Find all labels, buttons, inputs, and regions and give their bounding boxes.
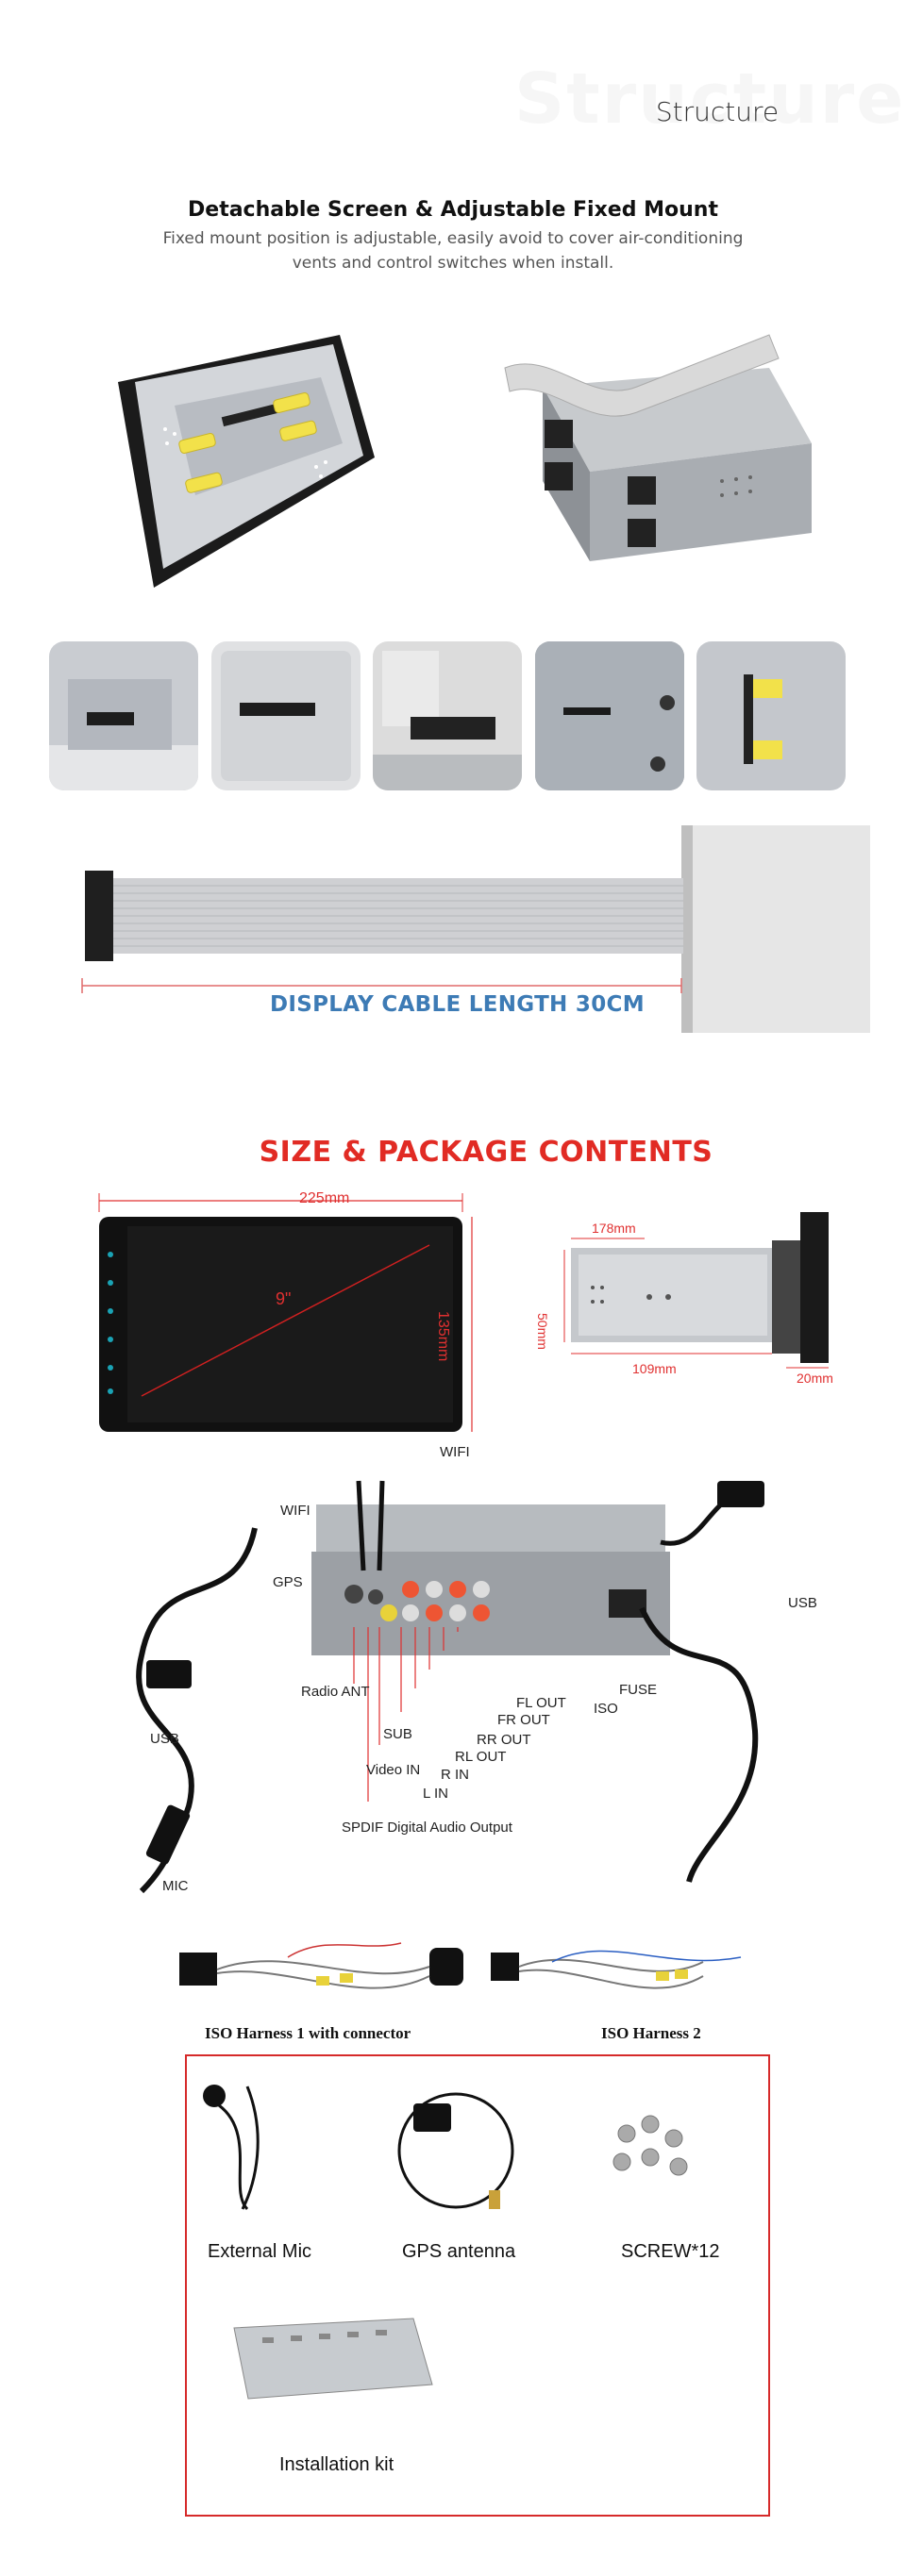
side-panel-label: 20mm <box>797 1371 833 1386</box>
side-depth-label: 178mm <box>592 1221 636 1236</box>
radio-ant-label: Radio ANT <box>301 1684 370 1700</box>
fl-out-label: FL OUT <box>516 1695 566 1711</box>
wifi-top-label: WIFI <box>440 1444 470 1460</box>
gps-antenna-label: GPS antenna <box>402 2241 516 2262</box>
thumb-slot <box>535 641 684 790</box>
display-cable-label: DISPLAY CABLE LENGTH 30CM <box>270 992 645 1017</box>
size-package-title: SIZE & PACKAGE CONTENTS <box>259 1136 713 1169</box>
front-height-label: 135mm <box>435 1311 451 1362</box>
iso-harness-2-label: ISO Harness 2 <box>601 2024 701 2042</box>
mount-unit-image <box>504 334 812 561</box>
thumb-ribbon-cable <box>373 641 522 790</box>
front-diagonal-label: 9" <box>276 1289 292 1308</box>
side-view-image <box>563 1212 829 1369</box>
thumb-connector-2 <box>211 641 361 790</box>
iso-harness-1-label: ISO Harness 1 with connector <box>205 2024 411 2042</box>
wifi-label: WIFI <box>280 1503 310 1519</box>
installation-kit-image <box>233 2318 433 2400</box>
wiring-diagram-image <box>136 1480 764 1894</box>
l-in-label: L IN <box>423 1786 448 1802</box>
gps-antenna-image <box>397 2092 514 2209</box>
front-width-label: 225mm <box>299 1190 350 1206</box>
detachable-heading: Detachable Screen & Adjustable Fixed Mou… <box>188 198 718 222</box>
spdif-label: SPDIF Digital Audio Output <box>342 1820 512 1836</box>
usb-left-label: USB <box>150 1731 179 1747</box>
screw-label: SCREW*12 <box>621 2241 720 2262</box>
gps-label: GPS <box>273 1574 303 1590</box>
package-contents-box: External Mic GPS antenna SCREW*12 Instal… <box>185 2054 770 2517</box>
fr-out-label: FR OUT <box>497 1712 550 1728</box>
section-title: Structure <box>655 96 780 127</box>
video-in-label: Video IN <box>366 1762 421 1778</box>
screen-back-image <box>118 335 375 588</box>
thumb-connector-1 <box>49 641 198 790</box>
side-height-label: 50mm <box>535 1313 550 1350</box>
r-in-label: R IN <box>441 1767 469 1783</box>
fuse-label: FUSE <box>619 1682 658 1698</box>
external-mic-image <box>203 2085 260 2211</box>
screws-image <box>612 2115 688 2176</box>
rr-out-label: RR OUT <box>477 1732 531 1748</box>
mic-label: MIC <box>162 1878 189 1894</box>
side-body-label: 109mm <box>632 1361 677 1376</box>
detachable-description: Fixed mount position is adjustable, easi… <box>162 229 744 273</box>
external-mic-label: External Mic <box>208 2241 312 2262</box>
iso-harness-image <box>179 1942 742 1989</box>
rl-out-label: RL OUT <box>455 1749 507 1765</box>
iso-label: ISO <box>594 1701 618 1717</box>
front-view-image <box>98 1193 473 1432</box>
ghost-title: Structure <box>514 58 906 140</box>
sub-label: SUB <box>383 1726 412 1742</box>
thumb-yellow-clips <box>696 641 846 790</box>
display-cable-image <box>81 825 870 1033</box>
usb-right-label: USB <box>788 1595 817 1611</box>
installation-kit-label: Installation kit <box>279 2454 394 2475</box>
